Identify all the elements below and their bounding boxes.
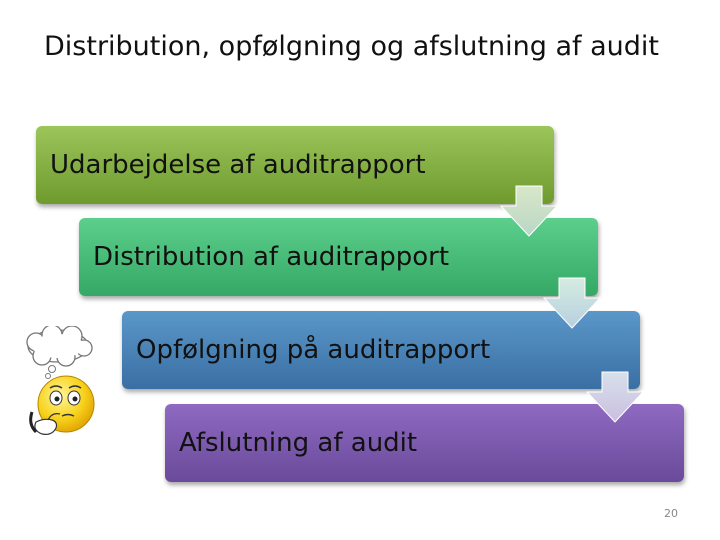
flow-arrow-icon [542, 277, 602, 329]
flow-arrow-icon [585, 371, 645, 423]
thinking-smiley-icon [26, 326, 95, 435]
process-step-label: Afslutning af audit [179, 428, 418, 458]
process-step-1: Udarbejdelse af auditrapport [36, 126, 554, 204]
page-number: 20 [664, 507, 678, 520]
process-step-3: Opfølgning på auditrapport [122, 311, 640, 389]
process-step-2: Distribution af auditrapport [79, 218, 598, 296]
flow-arrow-icon [499, 185, 559, 237]
process-step-4: Afslutning af audit [165, 404, 684, 482]
slide-title: Distribution, opfølgning og afslutning a… [44, 31, 659, 62]
process-step-label: Opfølgning på auditrapport [136, 335, 491, 365]
process-step-label: Distribution af auditrapport [93, 242, 450, 272]
process-step-label: Udarbejdelse af auditrapport [50, 150, 426, 180]
